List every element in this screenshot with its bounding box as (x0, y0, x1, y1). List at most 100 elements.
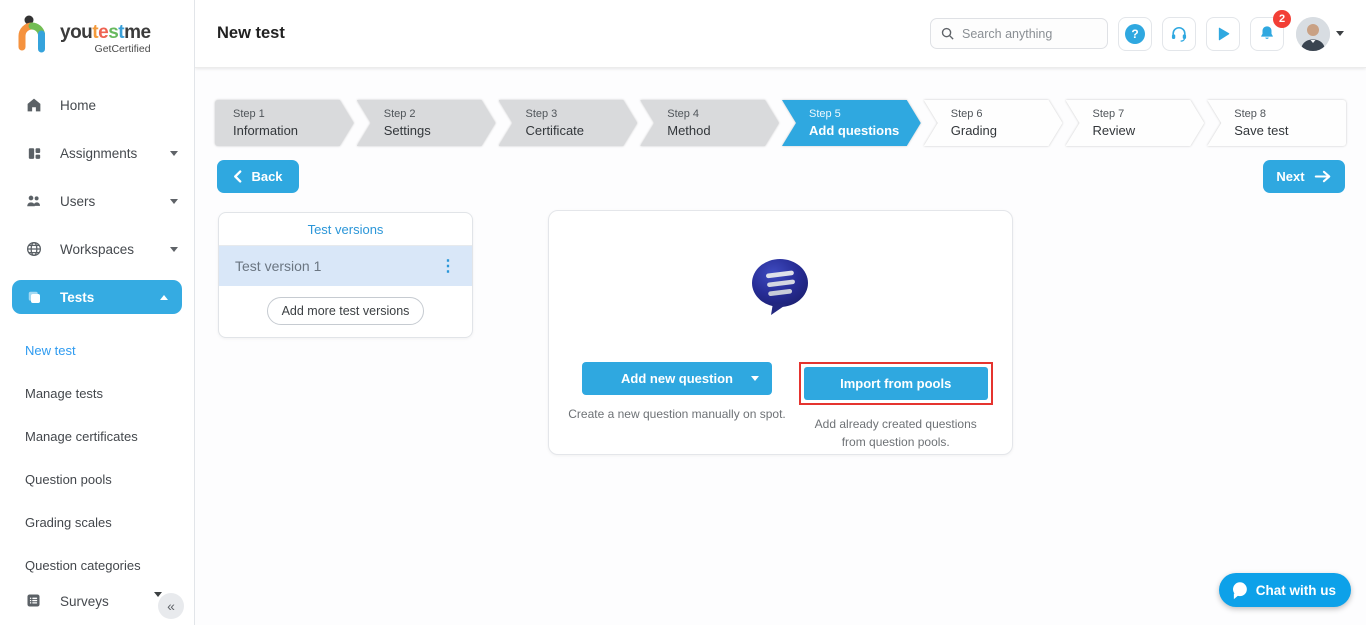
notifications-button[interactable]: 2 (1250, 9, 1291, 51)
submenu-item-manage-certificates[interactable]: Manage certificates (0, 415, 194, 458)
chat-bubble-icon (1230, 581, 1249, 600)
arrow-right-icon (1314, 170, 1332, 183)
step-name: Settings (383, 122, 431, 138)
wizard-step-2[interactable]: Step 2 Settings (357, 100, 496, 146)
submenu-label: Question categories (25, 558, 141, 573)
speech-bubble-icon (749, 257, 813, 322)
chat-with-us-button[interactable]: Chat with us (1218, 573, 1351, 607)
chevron-up-icon (160, 291, 168, 300)
wizard-step-1[interactable]: Step 1 Information (215, 100, 354, 146)
sidebar-collapse-button[interactable]: « (158, 593, 184, 619)
sidebar-item-surveys[interactable]: Surveys « (0, 577, 194, 625)
chevron-left-icon (233, 170, 242, 183)
collapse-glyph: « (167, 598, 175, 614)
play-icon (1213, 24, 1233, 44)
add-new-question-caption: Create a new question manually on spot. (568, 407, 786, 421)
topbar-actions: ? 2 (930, 9, 1344, 51)
brand-logo[interactable]: youtestme GetCertified (0, 0, 194, 73)
submenu-label: Manage certificates (25, 429, 138, 444)
wizard-step-8[interactable]: Step 8 Save test (1207, 100, 1346, 146)
brand-wordmark: youtestme GetCertified (60, 23, 151, 55)
help-button[interactable]: ? (1118, 16, 1152, 51)
sidebar-item-label: Tests (60, 289, 95, 305)
search-icon (940, 26, 955, 41)
submenu-label: New test (25, 343, 76, 358)
question-mark-icon: ? (1125, 23, 1145, 44)
test-versions-panel: Test versions Test version 1 ⋮ Add more … (218, 212, 473, 338)
youtestme-logo-icon (14, 14, 54, 63)
submenu-item-question-pools[interactable]: Question pools (0, 458, 194, 501)
sidebar: youtestme GetCertified Home (0, 0, 195, 625)
step-number: Step 1 (233, 108, 265, 120)
kebab-menu-icon[interactable]: ⋮ (440, 258, 456, 275)
submenu-item-question-categories[interactable]: Question categories (0, 544, 194, 587)
step-name: Review (1092, 122, 1136, 138)
wizard-step-4[interactable]: Step 4 Method (640, 100, 779, 146)
global-search (930, 18, 1108, 49)
highlight-annotation-box: Import from pools (798, 362, 993, 405)
support-button[interactable] (1162, 16, 1196, 51)
submenu-item-new-test[interactable]: New test (0, 329, 194, 372)
sidebar-item-home[interactable]: Home (0, 81, 194, 129)
submenu-label: Question pools (25, 472, 112, 487)
bell-icon (1257, 24, 1277, 44)
home-icon (25, 96, 43, 114)
add-new-question-button[interactable]: Add new question (582, 362, 772, 395)
submenu-label: Manage tests (25, 386, 104, 401)
user-menu[interactable] (1296, 16, 1344, 51)
chevron-down-icon (170, 150, 178, 160)
wordmark-you: you (60, 21, 93, 43)
wizard-step-7[interactable]: Step 7 Review (1066, 100, 1205, 146)
step-name: Information (233, 122, 299, 138)
wordmark-t1: t (92, 21, 99, 43)
chevron-down-icon (170, 198, 178, 208)
headset-icon (1169, 24, 1189, 44)
import-from-pools-button[interactable]: Import from pools (803, 367, 988, 400)
step-number: Step 6 (950, 108, 983, 120)
step-name: Certificate (525, 122, 585, 138)
wordmark-e: e (98, 21, 109, 43)
sidebar-item-label: Surveys (60, 593, 109, 609)
sidebar-item-label: Home (60, 97, 97, 113)
wizard-step-3[interactable]: Step 3 Certificate (499, 100, 638, 146)
step-name: Add questions (809, 122, 900, 138)
notification-badge: 2 (1273, 9, 1291, 28)
sidebar-item-label: Workspaces (60, 241, 135, 257)
sidebar-nav: Home Assignments Users (0, 81, 194, 321)
test-version-row[interactable]: Test version 1 ⋮ (219, 246, 472, 286)
main-content: Step 1 Information Step 2 Settings Step … (195, 68, 1366, 625)
step-name: Save test (1234, 122, 1289, 138)
wizard-step-5-active[interactable]: Step 5 Add questions (782, 100, 921, 146)
sidebar-item-workspaces[interactable]: Workspaces (0, 225, 194, 273)
submenu-label: Grading scales (25, 515, 112, 530)
step-number: Step 8 (1234, 108, 1267, 120)
wordmark-s: s (108, 21, 119, 43)
dropdown-caret-icon (751, 376, 759, 385)
sidebar-item-users[interactable]: Users (0, 177, 194, 225)
tests-icon (25, 288, 43, 306)
search-input[interactable] (962, 26, 1098, 41)
assignments-icon (25, 144, 43, 162)
submenu-item-grading-scales[interactable]: Grading scales (0, 501, 194, 544)
chat-label: Chat with us (1255, 582, 1336, 598)
step-name: Method (667, 122, 711, 138)
step-number: Step 5 (809, 108, 841, 120)
step-number: Step 4 (667, 108, 700, 120)
brand-subtitle: GetCertified (94, 42, 151, 55)
back-button[interactable]: Back (217, 160, 299, 193)
next-label: Next (1276, 169, 1305, 184)
sidebar-item-tests[interactable]: Tests (12, 280, 182, 314)
step-number: Step 3 (525, 108, 558, 120)
next-button[interactable]: Next (1263, 160, 1345, 193)
add-more-versions-button[interactable]: Add more test versions (266, 297, 425, 325)
sidebar-item-label: Users (60, 193, 96, 209)
chevron-down-icon (154, 591, 162, 601)
test-version-label: Test version 1 (235, 258, 322, 274)
tutorial-play-button[interactable] (1206, 16, 1240, 51)
wizard-step-6[interactable]: Step 6 Grading (924, 100, 1063, 146)
sidebar-item-assignments[interactable]: Assignments (0, 129, 194, 177)
surveys-icon (25, 592, 43, 610)
top-bar: New test ? (195, 0, 1366, 68)
submenu-item-manage-tests[interactable]: Manage tests (0, 372, 194, 415)
